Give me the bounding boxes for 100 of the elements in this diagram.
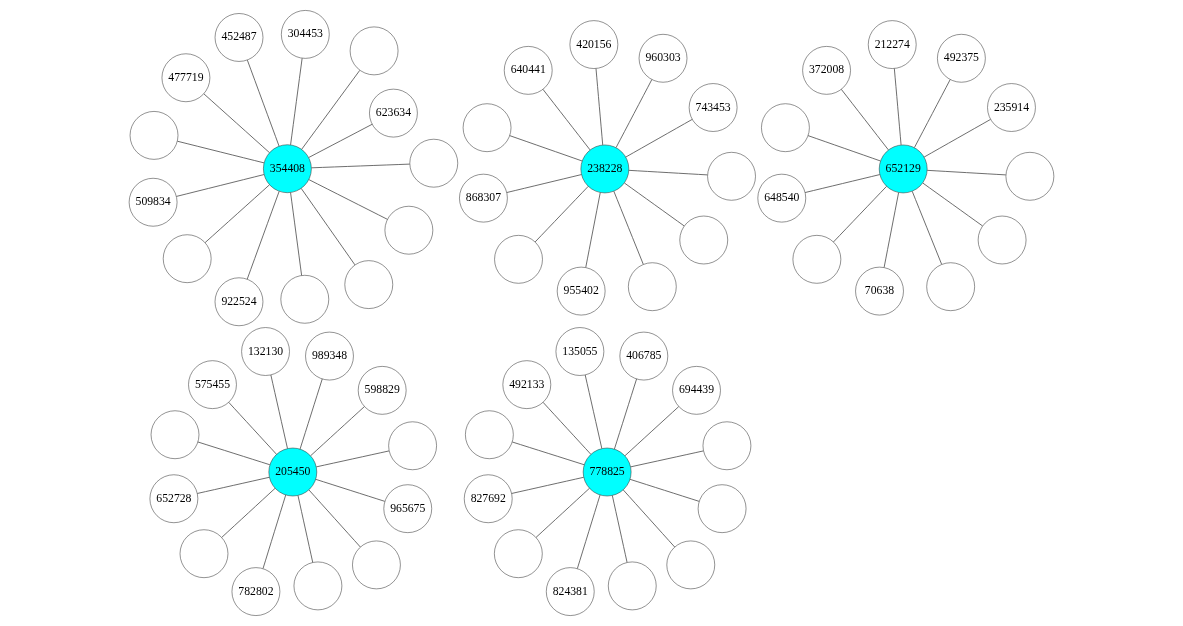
node-circle — [179, 529, 229, 578]
connector — [628, 169, 708, 176]
node-circle: 477719 — [161, 53, 211, 102]
connector — [176, 140, 265, 164]
connector — [262, 494, 287, 569]
connector — [228, 401, 277, 455]
node-circle: 452487 — [214, 13, 264, 62]
connector — [246, 59, 280, 147]
node-circle: 778825 — [582, 447, 632, 497]
connector — [542, 401, 592, 455]
connector — [509, 135, 583, 162]
node-circle — [349, 26, 399, 76]
node-circle: 652728 — [149, 474, 199, 523]
connector — [308, 489, 361, 548]
connector — [914, 79, 951, 149]
node-circle: 372008 — [802, 46, 851, 95]
node-circle: 212274 — [868, 20, 917, 69]
node-circle — [702, 421, 752, 470]
node-circle — [608, 561, 657, 611]
connector — [576, 494, 601, 569]
connector — [297, 495, 314, 563]
connector — [197, 441, 271, 466]
connector — [506, 174, 582, 193]
node-circle — [293, 561, 343, 611]
connector — [511, 476, 585, 494]
connector — [923, 119, 991, 158]
connector — [883, 192, 900, 268]
connector — [301, 69, 361, 150]
node-circle: 135055 — [555, 327, 605, 376]
connector — [299, 378, 323, 450]
node-circle — [384, 205, 434, 255]
node-circle: 509834 — [128, 178, 178, 227]
connector — [840, 88, 889, 151]
node-circle: 238228 — [580, 144, 630, 194]
connector — [204, 184, 270, 244]
node-circle — [388, 421, 437, 470]
node-circle: 132130 — [241, 327, 290, 376]
node-circle: 575455 — [188, 360, 237, 409]
node-circle: 420156 — [569, 20, 619, 69]
connector — [300, 187, 356, 266]
node-circle — [926, 262, 975, 311]
connector — [613, 378, 637, 450]
node-circle: 868307 — [459, 173, 508, 223]
node-circle — [150, 410, 200, 459]
connector — [629, 478, 700, 502]
node-circle: 922524 — [214, 277, 264, 326]
connector — [542, 88, 591, 151]
connector — [804, 174, 881, 193]
connector — [308, 179, 388, 220]
node-circle: 354408 — [263, 144, 312, 193]
node-circle: 492375 — [937, 34, 986, 83]
node-circle — [628, 262, 677, 311]
node-circle: 235914 — [987, 83, 1036, 132]
node-circle — [462, 103, 512, 152]
connector — [807, 135, 881, 162]
connector — [246, 190, 280, 280]
connector — [613, 190, 644, 265]
node-circle: 827692 — [464, 474, 513, 523]
connector — [203, 93, 270, 154]
node-circle — [162, 234, 212, 283]
connector — [196, 476, 270, 494]
node-circle — [977, 215, 1027, 265]
connector — [630, 450, 704, 468]
node-circle — [707, 152, 756, 201]
node-circle: 648540 — [757, 173, 807, 223]
connector — [534, 185, 589, 243]
connector — [595, 68, 604, 146]
node-circle: 824381 — [546, 567, 595, 616]
node-circle — [344, 260, 393, 309]
node-circle — [494, 529, 543, 578]
connector — [622, 489, 676, 548]
node-circle — [280, 275, 330, 324]
connector — [290, 57, 303, 146]
node-circle — [697, 484, 747, 533]
connector — [623, 182, 685, 227]
connector — [625, 119, 693, 158]
node-circle — [129, 111, 179, 160]
node-circle — [679, 215, 728, 265]
connector — [585, 192, 601, 268]
node-circle: 960303 — [638, 34, 688, 83]
node-circle: 640441 — [504, 46, 553, 95]
node-circle: 304453 — [281, 10, 330, 59]
node-circle — [465, 410, 514, 459]
node-circle: 652129 — [878, 144, 928, 194]
node-circle: 623634 — [369, 88, 418, 138]
connector — [893, 68, 902, 146]
node-circle — [1005, 152, 1055, 201]
connector — [511, 441, 585, 466]
node-circle: 955402 — [556, 266, 606, 316]
node-circle: 694439 — [672, 366, 721, 415]
connector — [611, 495, 628, 563]
connector — [221, 487, 276, 538]
node-circle — [352, 540, 401, 590]
connector — [310, 163, 411, 169]
node-circle: 205450 — [268, 447, 318, 497]
node-circle: 743453 — [688, 83, 738, 132]
connector — [310, 406, 365, 457]
connector — [584, 374, 603, 449]
connector — [926, 169, 1007, 176]
node-circle: 492133 — [502, 360, 552, 409]
